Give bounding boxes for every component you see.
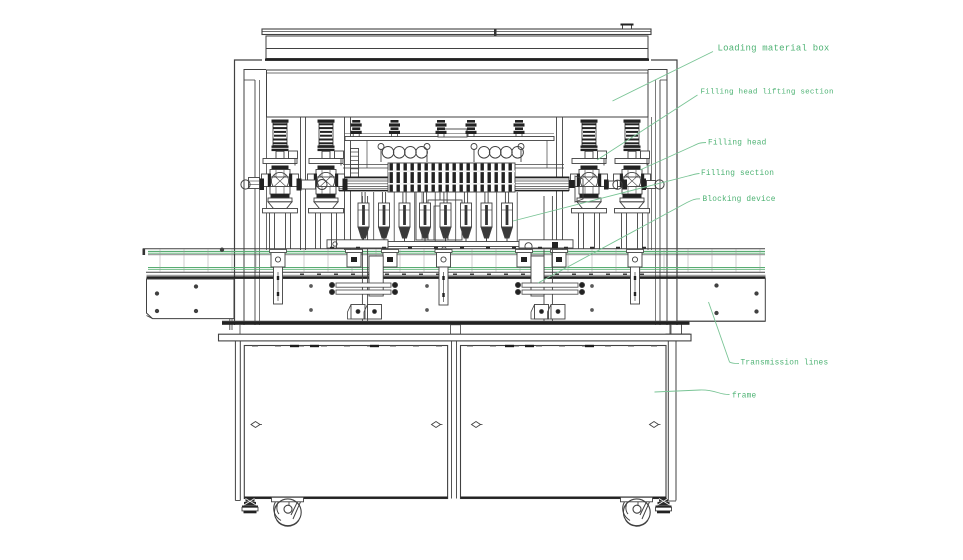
svg-text:Blocking device: Blocking device <box>703 196 776 204</box>
svg-text:Filling head lifting section: Filling head lifting section <box>701 89 834 97</box>
svg-text:Filling head: Filling head <box>708 139 767 147</box>
svg-text:Transmission lines: Transmission lines <box>741 360 829 368</box>
svg-text:frame: frame <box>732 393 757 401</box>
svg-text:Filling section: Filling section <box>701 170 774 178</box>
svg-text:Loading material box: Loading material box <box>718 44 830 54</box>
